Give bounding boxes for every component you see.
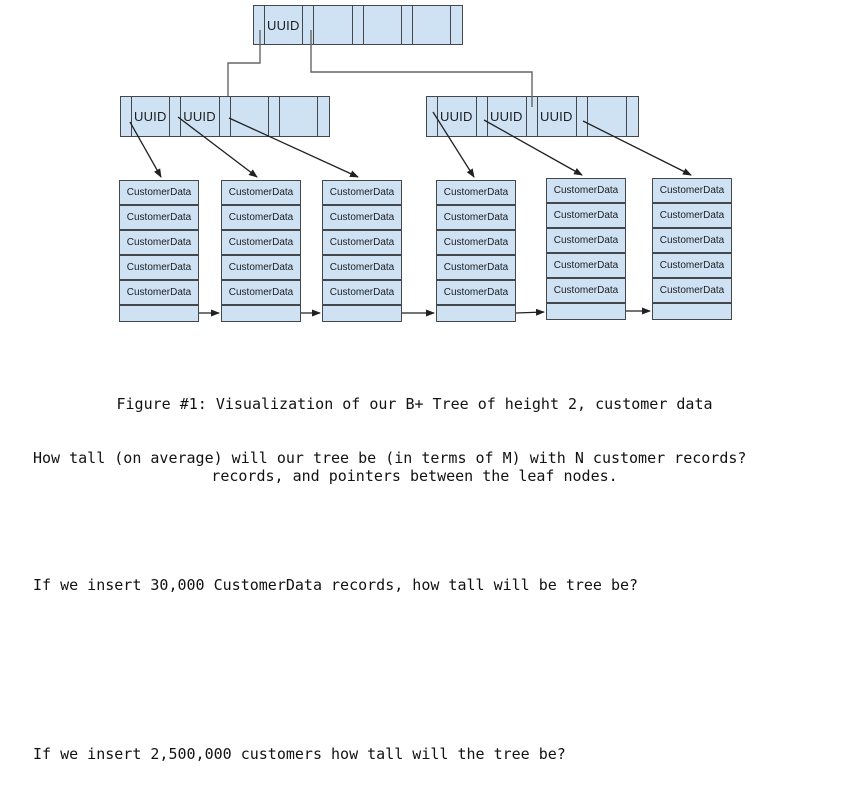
- customer-data-record: CustomerData: [652, 178, 732, 203]
- pointer-cell: [427, 97, 438, 136]
- pointer-cell: [318, 97, 329, 136]
- customer-data-record: CustomerData: [652, 253, 732, 278]
- uuid-key-cell: UUID: [438, 97, 477, 136]
- customer-data-record: CustomerData: [119, 280, 199, 305]
- customer-data-record: CustomerData: [221, 255, 301, 280]
- customer-data-record: CustomerData: [322, 205, 402, 230]
- pointer-cell: [527, 97, 538, 136]
- customer-data-record: CustomerData: [546, 253, 626, 278]
- pointer-cell: [577, 97, 588, 136]
- uuid-key-cell: UUID: [265, 6, 304, 44]
- empty-key-cell: [364, 6, 402, 44]
- pointer-cell: [477, 97, 488, 136]
- customer-data-record: CustomerData: [436, 255, 516, 280]
- leaf-link-4-5: [515, 308, 545, 316]
- empty-key-cell: [588, 97, 627, 136]
- pointer-cell: [269, 97, 280, 136]
- btree-root-node: UUID: [253, 5, 463, 45]
- customer-data-record: CustomerData: [221, 230, 301, 255]
- pointer-cell: [121, 97, 132, 136]
- customer-data-record: CustomerData: [322, 180, 402, 205]
- btree-internal-node-left: UUID UUID: [120, 96, 330, 137]
- customer-data-record: CustomerData: [119, 230, 199, 255]
- empty-key-cell: [413, 6, 451, 44]
- question-2: If we insert 30,000 CustomerData records…: [33, 576, 639, 594]
- uuid-key-cell: UUID: [488, 97, 527, 136]
- question-1: How tall (on average) will our tree be (…: [33, 449, 747, 467]
- leaf-sibling-pointer-cell: [322, 305, 402, 322]
- figure-caption-line-1: Figure #1: Visualization of our B+ Tree …: [116, 395, 713, 413]
- pointer-cell: [402, 6, 413, 44]
- customer-data-record: CustomerData: [119, 180, 199, 205]
- question-3: If we insert 2,500,000 customers how tal…: [33, 745, 566, 763]
- leaf-sibling-pointer-cell: [652, 303, 732, 320]
- empty-key-cell: [314, 6, 353, 44]
- pointer-cell: [303, 6, 315, 44]
- customer-data-record: CustomerData: [322, 255, 402, 280]
- pointer-cell: [627, 97, 638, 136]
- pointer-cell: [170, 97, 182, 136]
- btree-internal-node-right: UUID UUID UUID: [426, 96, 639, 137]
- customer-data-record: CustomerData: [652, 228, 732, 253]
- leaf-sibling-pointer-cell: [221, 305, 301, 322]
- customer-data-record: CustomerData: [546, 228, 626, 253]
- customer-data-record: CustomerData: [652, 278, 732, 303]
- uuid-key-cell: UUID: [538, 97, 577, 136]
- customer-data-record: CustomerData: [322, 280, 402, 305]
- pointer-cell: [353, 6, 364, 44]
- customer-data-record: CustomerData: [546, 278, 626, 303]
- customer-data-record: CustomerData: [119, 205, 199, 230]
- customer-data-record: CustomerData: [436, 280, 516, 305]
- empty-key-cell: [280, 97, 318, 136]
- customer-data-record: CustomerData: [436, 205, 516, 230]
- figure-caption: Figure #1: Visualization of our B+ Tree …: [0, 344, 844, 536]
- customer-data-record: CustomerData: [322, 230, 402, 255]
- empty-key-cell: [231, 97, 269, 136]
- customer-data-record: CustomerData: [436, 230, 516, 255]
- figure-caption-line-2: records, and pointers between the leaf n…: [211, 467, 618, 485]
- customer-data-record: CustomerData: [546, 178, 626, 203]
- customer-data-record: CustomerData: [221, 280, 301, 305]
- leaf-sibling-pointer-cell: [546, 303, 626, 320]
- customer-data-record: CustomerData: [652, 203, 732, 228]
- uuid-key-cell: UUID: [181, 97, 220, 136]
- pointer-cell: [254, 6, 265, 44]
- leaf-sibling-pointer-cell: [436, 305, 516, 322]
- customer-data-record: CustomerData: [221, 205, 301, 230]
- leaf-sibling-pointer-cell: [119, 305, 199, 322]
- customer-data-record: CustomerData: [546, 203, 626, 228]
- pointer-cell: [220, 97, 231, 136]
- customer-data-record: CustomerData: [119, 255, 199, 280]
- pointer-cell: [451, 6, 462, 44]
- customer-data-record: CustomerData: [436, 180, 516, 205]
- uuid-key-cell: UUID: [132, 97, 171, 136]
- customer-data-record: CustomerData: [221, 180, 301, 205]
